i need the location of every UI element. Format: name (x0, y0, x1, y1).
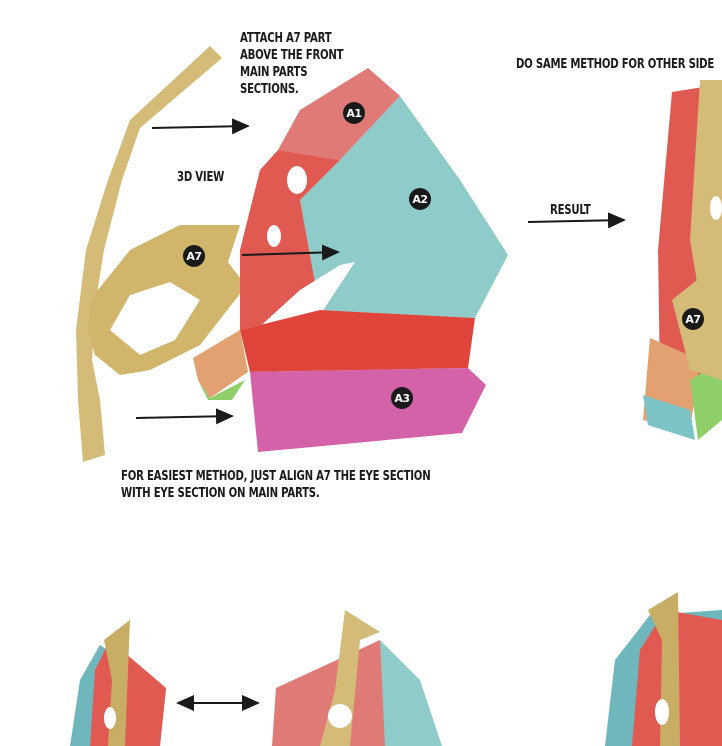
bottom-left-view (70, 620, 166, 746)
part-a7-shape (76, 46, 246, 462)
result-shape (643, 80, 722, 440)
label-a3: A3 (391, 387, 413, 409)
main-parts-shape (193, 68, 508, 452)
view-label: 3D VIEW (177, 170, 225, 185)
bottom-right-view (605, 592, 722, 746)
label-a7: A7 (183, 245, 205, 267)
arrow-to-a1 (151, 118, 250, 135)
label-a7-result: A7 (682, 308, 704, 330)
easiest-note: FOR EASIEST METHOD, JUST ALIGN A7 THE EY… (121, 469, 431, 501)
bottom-middle-view (272, 610, 442, 746)
attach-note: ATTACH A7 PART ABOVE THE FRONT MAIN PART… (240, 31, 344, 97)
other-side-note: DO SAME METHOD FOR OTHER SIDE (516, 57, 715, 72)
label-a1: A1 (343, 102, 365, 124)
arrow-to-a3 (135, 408, 234, 425)
label-a2: A2 (409, 188, 431, 210)
result-label: RESULT (550, 203, 591, 218)
arrow-result (527, 212, 626, 229)
arrow-to-eye (241, 244, 340, 261)
